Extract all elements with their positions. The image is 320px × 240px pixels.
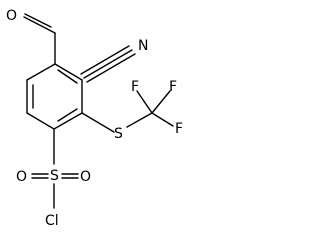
ring-double-bond-inner-2 <box>57 108 78 122</box>
ring-bond-c1-c2 <box>54 63 83 81</box>
nitrile-nitrogen-label: N <box>138 38 148 54</box>
sulfonyl-oxygen-left-label: O <box>16 169 27 185</box>
sulfonyl-sulfur-label: S <box>50 168 59 184</box>
structure-diagram: O N S F F F S O O Cl <box>6 8 183 229</box>
nitrile-bond-3 <box>86 53 136 83</box>
ring-bond-c3-c4 <box>53 112 83 130</box>
cf3-bond-f3 <box>151 112 174 127</box>
nitrile-bond-1 <box>83 49 133 79</box>
ring-bond-c4-c5 <box>26 112 55 130</box>
fluorine-1-label: F <box>131 79 139 95</box>
cf3-bond-f1 <box>136 90 153 114</box>
sulfonyl-oxygen-right-label: O <box>80 169 91 185</box>
fluorine-3-label: F <box>175 121 183 137</box>
thioether-sulfur-label: S <box>114 126 123 142</box>
fluorine-2-label: F <box>169 79 177 95</box>
aldehyde-oxygen-label: O <box>6 8 17 24</box>
ring-bond-c6-c1 <box>26 63 56 81</box>
thioether-bond-ring-s <box>81 112 115 133</box>
ring-double-bond-inner-1 <box>57 69 78 84</box>
aldehyde-bond-ch-o <box>23 16 56 34</box>
chlorine-label: Cl <box>45 213 59 229</box>
thioether-bond-s-cf3 <box>126 112 153 128</box>
nitrile-bond-2 <box>80 45 130 75</box>
aldehyde-double-bond <box>24 13 52 28</box>
cf3-bond-f2 <box>151 90 171 114</box>
